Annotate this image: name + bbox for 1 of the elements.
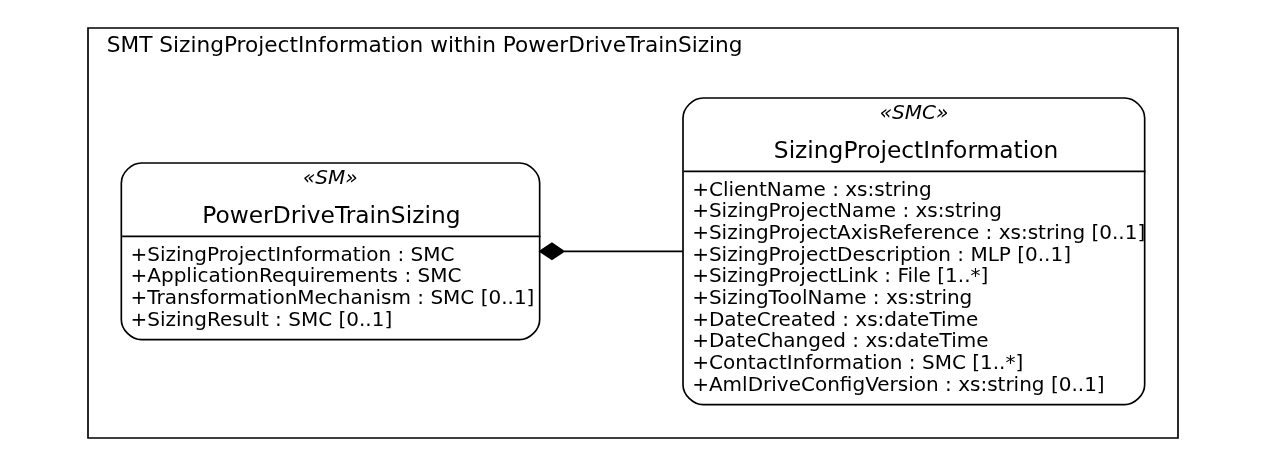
connector <box>538 242 684 261</box>
